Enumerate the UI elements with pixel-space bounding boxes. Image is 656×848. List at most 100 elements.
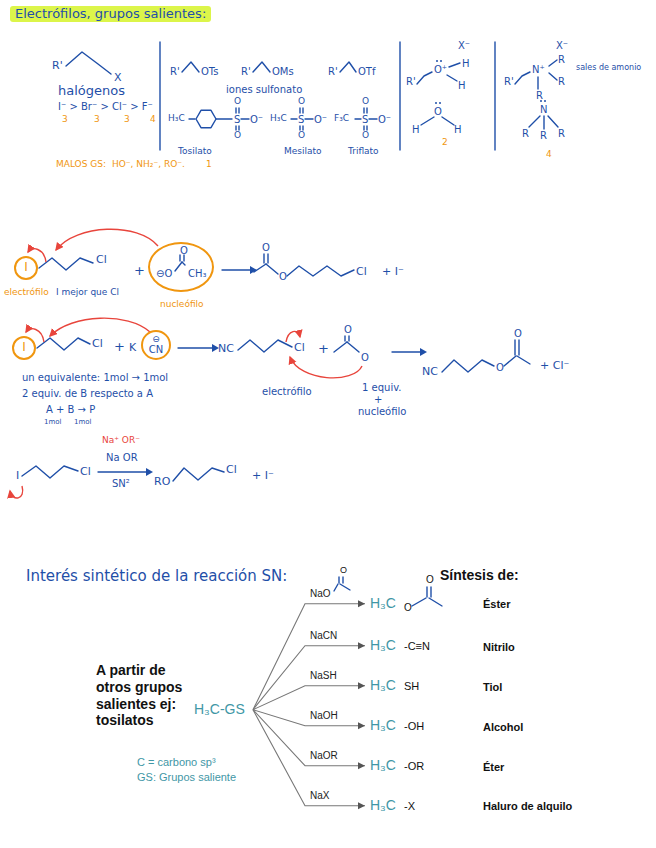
page-title: Electrófilos, grupos salientes: (10, 6, 211, 22)
chem-stroke (439, 102, 441, 104)
note-label: Alcohol (483, 721, 523, 733)
arrow-head (358, 682, 365, 689)
note-label: H (412, 124, 420, 135)
note-label: X⁻ (458, 40, 470, 51)
note-label: nucleófilo (358, 406, 406, 417)
note-label: Triflato (348, 147, 379, 157)
note-label: + (134, 264, 145, 278)
chem-stroke (287, 266, 354, 276)
note-label: Na⁺ OR⁻ (102, 436, 140, 446)
note-label: I (16, 470, 19, 482)
chem-stroke (514, 340, 515, 355)
reaction-arrow (253, 642, 365, 710)
chem-stroke (440, 60, 442, 62)
node-text: H₃C-GS (194, 702, 245, 717)
note-label: X (114, 72, 122, 84)
note-label: OTs (201, 66, 219, 77)
chem-stroke (436, 60, 438, 62)
chem-stroke (344, 336, 345, 341)
note-label: H (458, 80, 466, 91)
chem-stroke (543, 116, 544, 129)
note-label: un equivalente: 1mol → 1mol (22, 372, 168, 383)
note-label: O (361, 352, 369, 363)
note-label: OMs (272, 66, 294, 77)
chem-stroke (399, 42, 400, 150)
note-label: NC (422, 366, 438, 378)
node-text: O (180, 245, 188, 256)
chem-stroke (302, 126, 303, 130)
chem-stroke (196, 110, 216, 127)
note-label: NC (218, 343, 234, 355)
connector-line (253, 686, 365, 710)
note-label: Interés sintético de la reacción SN: (26, 568, 287, 585)
note-label: electrófilo (4, 288, 49, 298)
note-label: sales de amonio (576, 64, 641, 73)
node-text: -OR (404, 760, 424, 772)
note-label: O (279, 271, 287, 282)
chem-stroke (291, 118, 297, 119)
chem-stroke (299, 126, 300, 130)
node-text: -OH (404, 720, 424, 732)
nucleophile-circle: O⊖OCH₃ (148, 242, 214, 292)
note-label: R' (328, 66, 338, 77)
node-text: ⊖ (152, 335, 160, 345)
node-text: -X (404, 800, 415, 812)
node-text: -C≡N (404, 640, 430, 652)
note-label: O (340, 566, 347, 576)
note-label: + I⁻ (382, 266, 404, 278)
note-label: Cl (294, 342, 305, 354)
note-label: RO (154, 476, 170, 488)
chem-stroke (299, 108, 300, 113)
connector-line (253, 710, 365, 766)
note-label: O (362, 97, 369, 107)
note-label: O (234, 131, 241, 141)
chem-stroke (420, 348, 427, 356)
node-text: I (22, 341, 26, 354)
note-label: nucleófilo (160, 300, 204, 310)
node-text: SH (404, 680, 419, 692)
chem-stroke (421, 117, 434, 125)
connector-line (253, 646, 365, 710)
formula-node: H₃C-OH (368, 718, 429, 736)
note-label: S (298, 114, 304, 125)
note-label: K (129, 342, 136, 354)
chem-stroke (10, 486, 23, 498)
note-label: GS: Grupos saliente (137, 771, 236, 783)
note-label: 4 (546, 150, 552, 160)
arrow-head (358, 642, 365, 649)
note-label: SN² (112, 478, 130, 489)
chem-stroke (426, 587, 427, 597)
note-label: + (374, 394, 382, 405)
arrow-head (358, 802, 365, 809)
chem-stroke (442, 360, 494, 372)
note-label: Tiol (483, 681, 502, 693)
reagent-label: NaSH (309, 670, 338, 681)
chem-stroke (366, 126, 367, 130)
chem-stroke (66, 52, 111, 74)
note-label: H (462, 58, 470, 69)
chem-stroke (50, 318, 150, 336)
chem-stroke (334, 342, 347, 352)
node-text: H₃C (370, 638, 396, 653)
reagent-label: NaX (309, 790, 330, 801)
note-label: O (298, 131, 305, 141)
note-label: 1 equiv. (362, 382, 401, 393)
note-label: Tosilato (178, 147, 212, 157)
chem-stroke (159, 42, 160, 150)
chem-stroke (250, 266, 257, 274)
note-label: + (114, 340, 125, 354)
chem-stroke (363, 126, 364, 130)
chem-stroke (238, 340, 292, 352)
note-label: N (540, 104, 547, 115)
note-label: iones sulfonato (226, 84, 302, 95)
chem-stroke (429, 598, 442, 606)
note-label: O (514, 328, 522, 339)
chem-stroke (537, 77, 538, 89)
arrow-head (358, 722, 365, 729)
chem-stroke (182, 262, 185, 265)
note-label: 4 (150, 115, 156, 125)
note-label: X⁻ (556, 40, 568, 51)
chem-stroke (235, 126, 236, 130)
connector-line (253, 604, 365, 710)
chem-stroke (175, 262, 182, 271)
